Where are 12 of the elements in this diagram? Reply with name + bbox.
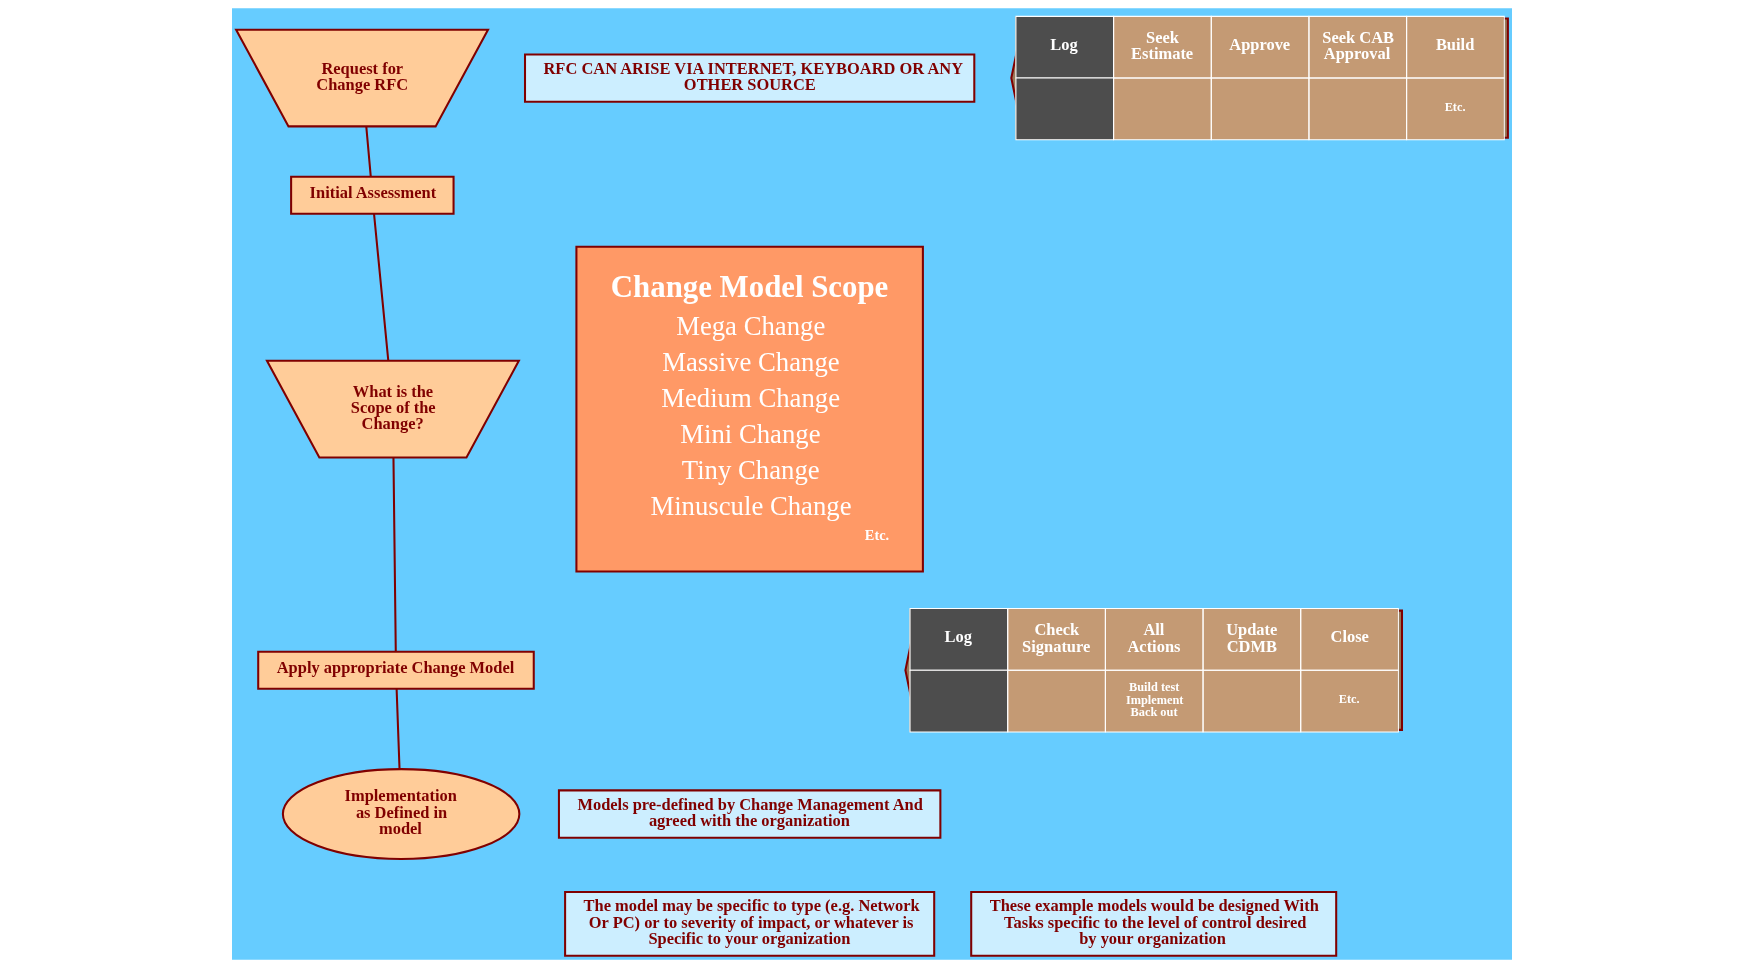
node-box: These example models would be designed With Tasks specific to the level of control desired by your organization	[969, 890, 1337, 957]
node-box: RFC CAN ARISE VIA INTERNET, KEYBOARD OR ANY OTHER SOURCE	[523, 53, 975, 103]
node-box: Models pre-defined by Change Management And agreed with the organization	[557, 789, 941, 839]
node-box: Change Model Scope Mega Change Massive Change Medium Change Mini Change Tiny Change Minuscule Change Etc.	[574, 245, 924, 573]
node-box: Apply appropriate Change Model	[256, 650, 535, 690]
node-ellipse: Implementation as Defined in model	[281, 768, 520, 860]
connector	[395, 688, 401, 769]
connector	[391, 457, 397, 652]
connector	[364, 126, 372, 177]
node-box: The model may be specific to type (e.g. Network Or PC) or to severity of impact, or whatever is Specific to your organization	[563, 890, 935, 957]
connector	[372, 213, 389, 361]
node-box: Initial Assessment	[289, 175, 455, 215]
